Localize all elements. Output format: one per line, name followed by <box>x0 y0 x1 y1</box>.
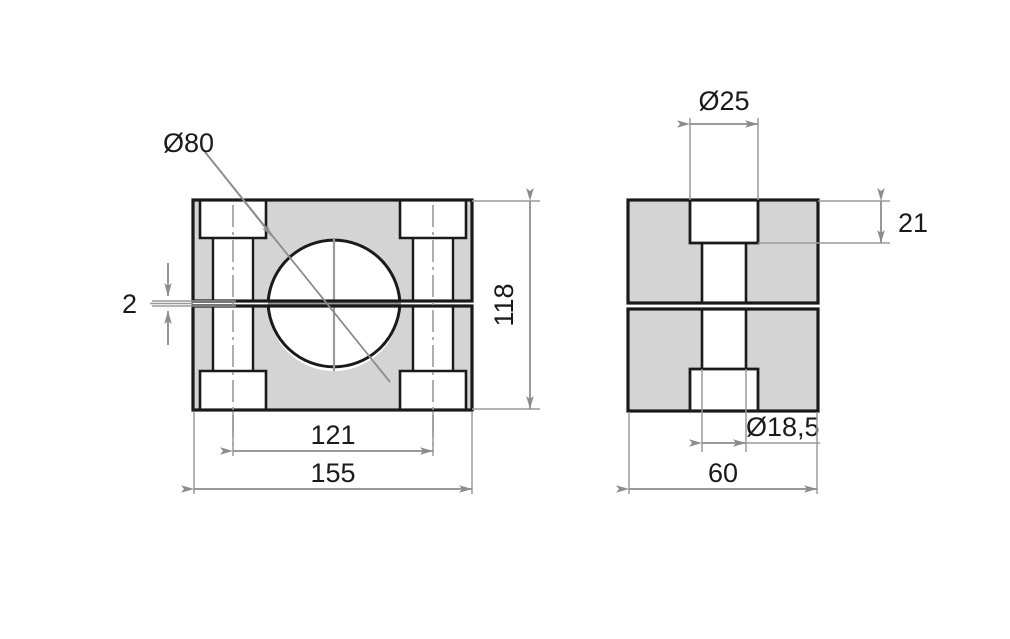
dimension-overall-width: 155 <box>181 412 473 494</box>
overall-height-label: 118 <box>489 283 519 326</box>
side-lower-cbore-left-fill <box>628 369 690 411</box>
side-lower-center-pad-fill <box>690 309 702 369</box>
side-lower-cbore-right-fill <box>758 369 818 411</box>
bore-diameter-label: Ø80 <box>163 128 214 158</box>
side-through-hole-lower <box>702 309 746 369</box>
counterbore-outline-top-right <box>398 200 468 240</box>
dimension-overall-depth: 60 <box>616 412 818 494</box>
side-counterbore-bottom-pocket <box>690 369 758 411</box>
side-through-hole-upper <box>702 243 746 303</box>
side-counterbore-top-pocket <box>690 200 758 243</box>
side-counterbore-top-outline <box>688 200 760 245</box>
counterbore-diameter-label: Ø25 <box>698 86 749 116</box>
counterbore-depth-label: 21 <box>898 208 928 238</box>
upper-body-outline <box>191 198 474 303</box>
lower-body-outline <box>191 304 474 412</box>
side-upper-right-fill <box>758 200 818 303</box>
side-counterbore-bottom-outline <box>688 367 760 411</box>
overall-depth-label: 60 <box>708 458 738 488</box>
through-hole-diameter-label: Ø18,5 <box>746 412 820 442</box>
side-lower-block-outline <box>626 307 820 413</box>
overall-width-label: 155 <box>310 458 355 488</box>
dimension-bolt-spacing: 121 <box>220 412 434 456</box>
bore-diameter-leader-arrow <box>204 151 273 237</box>
bolt-spacing-label: 121 <box>310 420 355 450</box>
dimension-bore-diameter: Ø80 <box>163 128 391 383</box>
dimension-counterbore-diameter: Ø25 <box>677 86 759 200</box>
side-view <box>626 198 820 413</box>
counterbore-outline-bottom-right <box>398 369 468 410</box>
side-upper-center-pad-fill <box>690 243 702 303</box>
counterbore-outline-bottom-left <box>198 369 268 410</box>
side-upper-left-fill <box>628 200 690 303</box>
dimension-through-hole-diameter: Ø18,5 <box>689 369 820 452</box>
dimension-overall-height: 118 <box>472 188 540 410</box>
front-view <box>150 198 474 450</box>
split-gap-label: 2 <box>122 289 137 319</box>
dimension-counterbore-depth: 21 <box>758 188 928 244</box>
counterbore-outline-top-left <box>198 200 268 240</box>
side-upper-block-outline <box>626 198 820 305</box>
dimension-split-gap: 2 <box>122 263 236 345</box>
